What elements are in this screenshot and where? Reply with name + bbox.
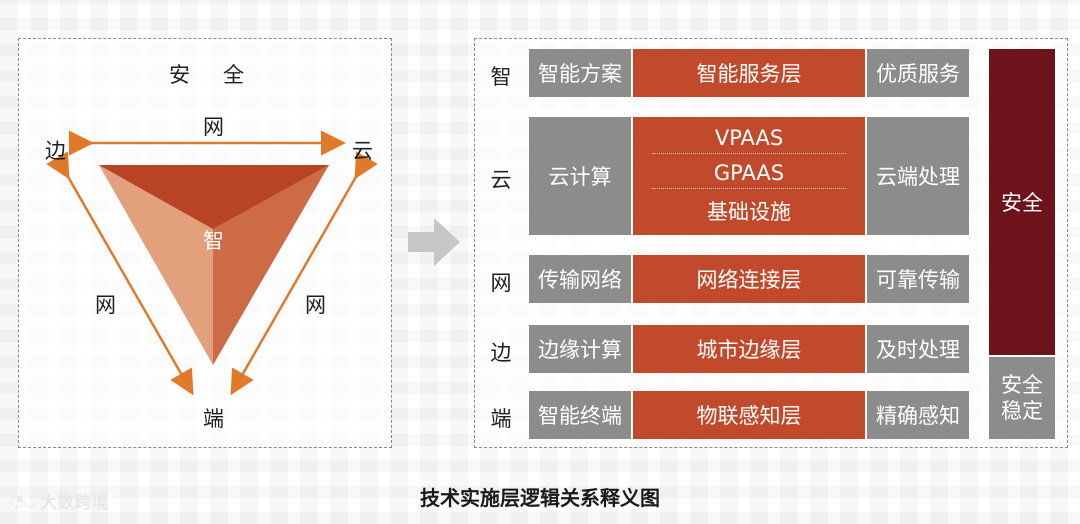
left-corner-label: 边 [45,139,66,163]
layer-left-cell: 智能方案 [529,49,631,97]
layer-left-cell: 智能终端 [529,391,631,439]
triangle-panel: 安 全 网 边 云 智 网 网 端 [18,38,392,448]
flow-arrow-icon [408,218,460,266]
right-edge-arrow [230,151,378,396]
layer-middle-item: 基础设施 [707,200,791,224]
safety-column: 安全 [989,49,1055,355]
layer-name: 智 [490,65,512,89]
layer-name: 云 [490,168,512,192]
layer-right-cell: 及时处理 [867,325,969,373]
layer-middle-cell: 城市边缘层 [633,325,865,373]
triangle-diagram [46,130,378,396]
layer-name: 边 [490,341,512,365]
layer-middle-item: VPAAS [651,123,847,154]
layer-name: 网 [490,271,512,295]
layer-middle-stack: VPAAS GPAAS 基础设施 [633,117,865,235]
layer-name: 端 [490,407,512,431]
layer-right-cell: 云端处理 [867,117,969,235]
bottom-corner-label: 端 [203,407,224,431]
layer-middle-cell: 物联感知层 [633,391,865,439]
safety-stability-cell: 安全 稳定 [989,357,1055,439]
layer-left-cell: 边缘计算 [529,325,631,373]
top-safety-label: 安 全 [169,63,250,87]
layer-right-cell: 可靠传输 [867,255,969,303]
right-corner-label: 云 [352,139,373,163]
right-edge-label: 网 [305,293,326,317]
layer-left-cell: 云计算 [529,117,631,235]
layer-right-cell: 优质服务 [867,49,969,97]
brand-logo-icon: ◔◡ [10,491,37,510]
layer-middle-item: GPAAS [651,158,847,189]
brand-name: 大数跨境 [40,493,109,513]
left-edge-arrow [46,151,194,396]
layer-right-cell: 精确感知 [867,391,969,439]
layer-middle-cell: 智能服务层 [633,49,865,97]
left-edge-label: 网 [95,293,116,317]
center-label: 智 [203,229,224,253]
layer-left-cell: 传输网络 [529,255,631,303]
top-edge-label: 网 [203,115,224,139]
figure-caption: 技术实施层逻辑关系释义图 [420,486,660,510]
brand-watermark: ◔◡ 大数跨境 [10,488,108,513]
layer-middle-cell: 网络连接层 [633,255,865,303]
layers-panel: 智 智能方案 智能服务层 优质服务 云 云计算 VPAAS GPAAS 基础设施… [474,38,1068,448]
